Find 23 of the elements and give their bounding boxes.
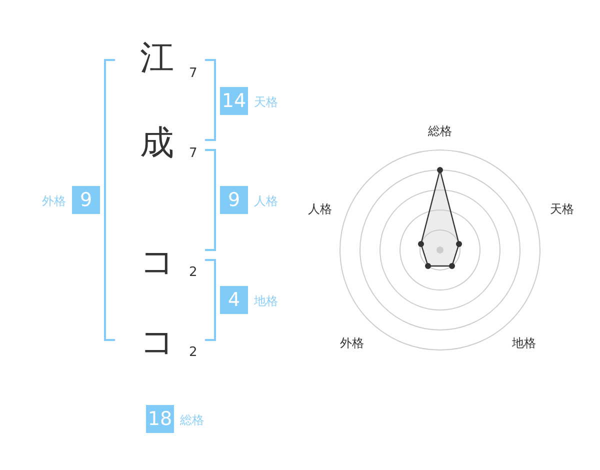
name-character: 江 [140,38,174,78]
name-character: 成 [140,123,174,163]
name-character: コ [140,242,175,282]
axis-label: 天格 [550,202,574,216]
score-box: 18 [146,405,174,433]
score-label: 人格 [254,194,278,208]
axis-label: 外格 [340,336,364,350]
stroke-count: 2 [189,266,198,280]
axis-label: 人格 [308,202,332,216]
stroke-count: 7 [189,67,198,81]
score-label: 総格 [180,413,204,427]
score-box: 14 [220,87,248,115]
score-label: 天格 [254,95,278,109]
score-box: 4 [220,286,248,314]
score-label: 外格 [42,194,66,208]
axis-label: 地格 [512,336,536,350]
score-box: 9 [220,186,248,214]
stroke-count: 2 [189,346,198,360]
score-box: 9 [72,186,100,214]
name-character: コ [140,322,175,362]
score-label: 地格 [254,294,278,308]
axis-label: 総格 [428,124,452,138]
stroke-count: 7 [189,147,198,161]
